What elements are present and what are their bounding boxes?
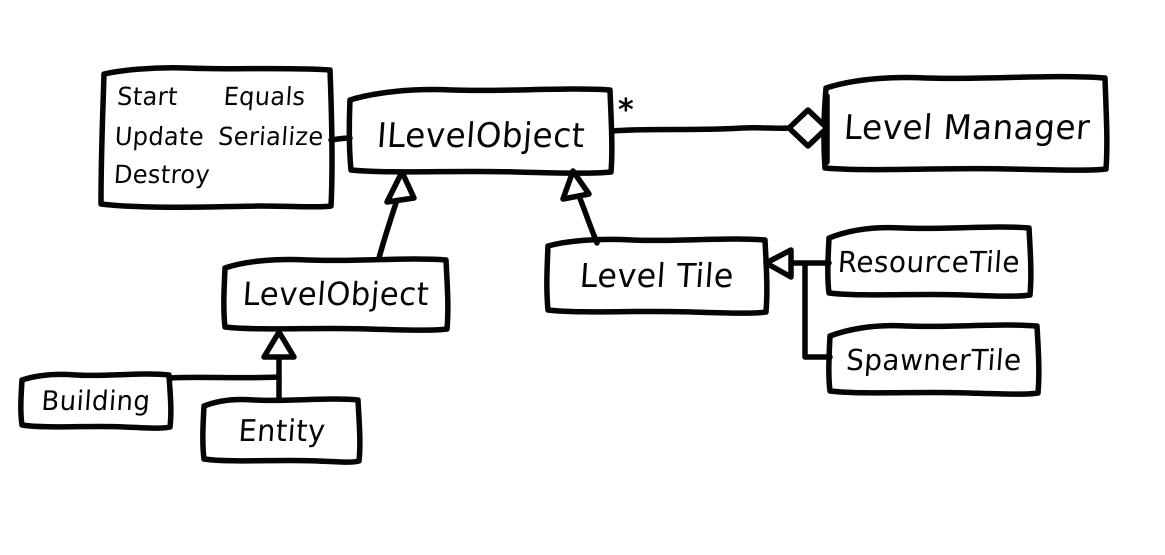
resourcetile-box bbox=[825, 224, 1034, 299]
levelmanager-box bbox=[821, 73, 1110, 173]
leveltile-box bbox=[544, 236, 770, 316]
levelobject-generalization-line bbox=[376, 197, 400, 261]
ilevelobject-box bbox=[346, 86, 615, 176]
method-start: Start bbox=[116, 82, 179, 111]
method-equals: Equals bbox=[222, 82, 307, 111]
leveltile-generalization-triangle-icon bbox=[560, 168, 592, 202]
tile-generalization-triangle-icon bbox=[763, 247, 794, 280]
building-branch-line bbox=[166, 374, 282, 381]
leveltile-generalization-line bbox=[576, 193, 600, 246]
method-update: Update bbox=[113, 122, 206, 151]
aggregation-line bbox=[609, 124, 792, 134]
levelobject-generalization-triangle-icon bbox=[384, 169, 417, 205]
methods-note-box bbox=[98, 65, 335, 210]
levelobject-box bbox=[221, 256, 451, 333]
method-serialize: Serialize bbox=[217, 122, 325, 151]
note-link-line bbox=[328, 135, 353, 143]
entity-box bbox=[200, 396, 363, 465]
ilevelobject-multiplicity: * bbox=[618, 93, 634, 128]
entity-generalization-triangle-icon bbox=[261, 329, 297, 360]
tile-generalization-line bbox=[802, 260, 833, 360]
method-destroy: Destroy bbox=[112, 160, 212, 189]
building-box bbox=[18, 371, 174, 431]
spawnertile-box bbox=[826, 322, 1042, 397]
